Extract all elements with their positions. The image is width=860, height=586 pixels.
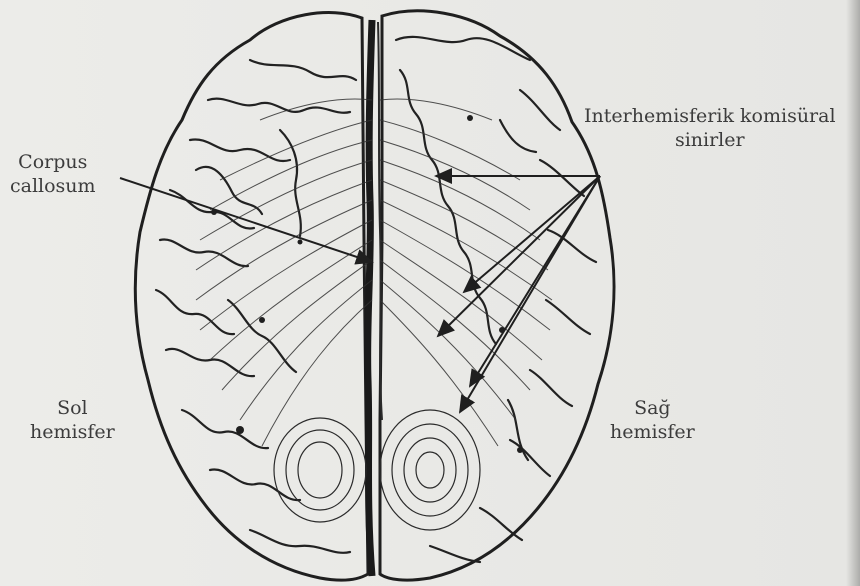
label-corpus-line-1: Corpus bbox=[10, 150, 96, 174]
label-inter-line-2: sinirler bbox=[584, 128, 836, 152]
occipital-swirls bbox=[274, 410, 480, 530]
label-interhemisferik: Interhemisferik komisüral sinirler bbox=[584, 104, 836, 152]
label-sol-line-1: Sol bbox=[30, 396, 115, 420]
page-edge-shadow bbox=[846, 0, 860, 586]
label-sag-hemisfer: Sağ hemisfer bbox=[610, 396, 695, 444]
label-corpus-line-2: callosum bbox=[10, 174, 96, 198]
left-hemisphere-outline bbox=[135, 13, 368, 581]
right-hemisphere-outline bbox=[380, 11, 614, 580]
label-sag-line-1: Sağ bbox=[610, 396, 695, 420]
commissural-arrow-2 bbox=[464, 176, 600, 292]
label-corpus-callosum: Corpus callosum bbox=[10, 150, 96, 198]
commissural-fibers bbox=[196, 99, 552, 446]
label-inter-line-1: Interhemisferik komisüral bbox=[584, 104, 836, 128]
label-sol-line-2: hemisfer bbox=[30, 420, 115, 444]
label-sag-line-2: hemisfer bbox=[610, 420, 695, 444]
right-gyri bbox=[396, 37, 596, 562]
label-sol-hemisfer: Sol hemisfer bbox=[30, 396, 115, 444]
longitudinal-fissure bbox=[368, 20, 372, 576]
